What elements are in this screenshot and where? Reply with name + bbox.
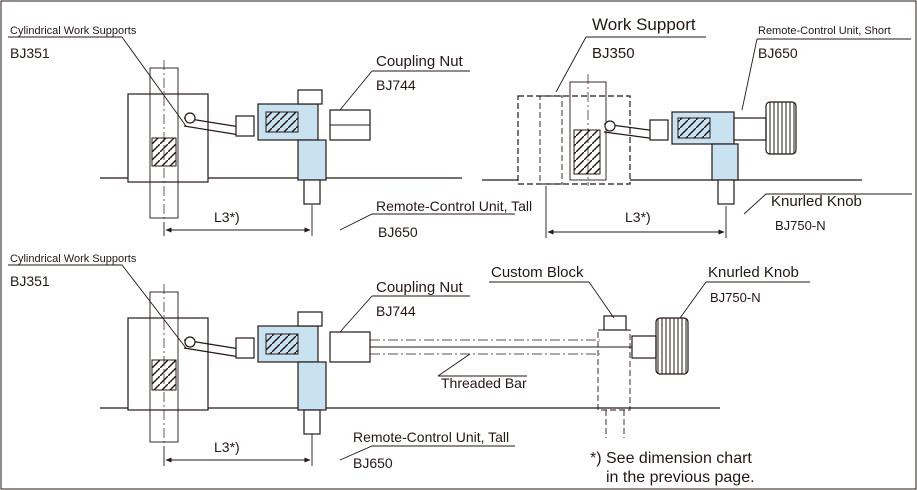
leader-knob-bottom [679, 281, 810, 319]
code-nut-top: BJ744 [376, 77, 416, 93]
short-unit-leg [711, 143, 739, 181]
code-supports-top: BJ351 [10, 45, 50, 61]
note-line-2: in the previous page. [606, 469, 755, 486]
code-work-support: BJ350 [592, 45, 635, 62]
code-nut-bottom: BJ744 [376, 303, 416, 319]
custom-block [597, 329, 631, 411]
leader-threaded-bar [437, 353, 527, 377]
top-right-assembly [482, 36, 912, 238]
leader-work-support [555, 36, 706, 93]
code-unit-bottom: BJ650 [353, 455, 393, 471]
custom-block-cap [603, 315, 627, 331]
label-custom-block: Custom Block [491, 264, 584, 281]
unit-cap [297, 89, 323, 105]
code-unit-top: BJ650 [378, 224, 418, 240]
label-supports-bottom: Cylindrical Work Supports [10, 253, 137, 265]
label-knob-bottom: Knurled Knob [708, 264, 799, 281]
label-unit-bottom: Remote-Control Unit, Tall [353, 429, 509, 445]
label-nut-top: Coupling Nut [376, 53, 464, 70]
knob-shaft-bottom [631, 335, 657, 359]
code-supports-bottom: BJ351 [10, 273, 50, 289]
label-nut-bottom: Coupling Nut [376, 279, 464, 296]
dim-label-top-left: L3*) [214, 209, 240, 225]
leader-supports [8, 36, 187, 127]
knob-shaft [733, 117, 767, 141]
note-line-1: *) See dimension chart [590, 450, 752, 467]
remote-unit-leg-bottom [297, 361, 327, 411]
leader-short-unit [741, 38, 911, 111]
code-knob-top: BJ750-N [775, 218, 826, 233]
unit-cap-bottom [297, 311, 323, 327]
dim-label-top-right: L3*) [625, 209, 651, 225]
knurled-knob-right [765, 101, 797, 155]
label-short-unit: Remote-Control Unit, Short [758, 25, 891, 37]
remote-unit-leg [297, 139, 327, 181]
leader-supports-bottom [8, 264, 187, 349]
short-unit-spring [677, 117, 711, 139]
short-unit-stud [717, 179, 735, 205]
leader-unit-bottom [339, 445, 515, 461]
leader-knob-right [743, 193, 912, 215]
knurled-knob-bottom [655, 317, 689, 375]
dim-label-bottom: L3*) [214, 439, 240, 455]
coupling-nut-bottom [329, 331, 371, 363]
ball-joint-right [604, 120, 616, 132]
unit-stud-bottom [303, 409, 321, 435]
bottom-assembly [8, 264, 810, 466]
label-threaded-bar: Threaded Bar [441, 375, 527, 391]
leader-nut [339, 70, 470, 111]
code-short-unit: BJ650 [758, 45, 798, 61]
coupling-collar-right [649, 119, 669, 141]
coupling-collar-bottom [235, 337, 255, 359]
label-work-support: Work Support [592, 15, 696, 34]
unit-spring [265, 111, 299, 133]
leader-custom-block [489, 281, 615, 319]
support-spring-right [573, 129, 601, 175]
ball-joint-bottom [184, 336, 196, 348]
unit-stud [303, 179, 321, 205]
coupling-collar [235, 115, 255, 137]
leader-unit [339, 213, 515, 231]
top-left-assembly [8, 36, 515, 236]
unit-spring-bottom [265, 333, 299, 355]
leader-nut-bottom [339, 295, 470, 333]
code-knob-bottom: BJ750-N [710, 290, 761, 305]
label-knob-top: Knurled Knob [771, 193, 862, 210]
support-pocket [539, 95, 563, 185]
ball-joint [184, 112, 196, 124]
label-supports-top: Cylindrical Work Supports [10, 25, 137, 37]
label-unit-top: Remote-Control Unit, Tall [376, 198, 532, 214]
